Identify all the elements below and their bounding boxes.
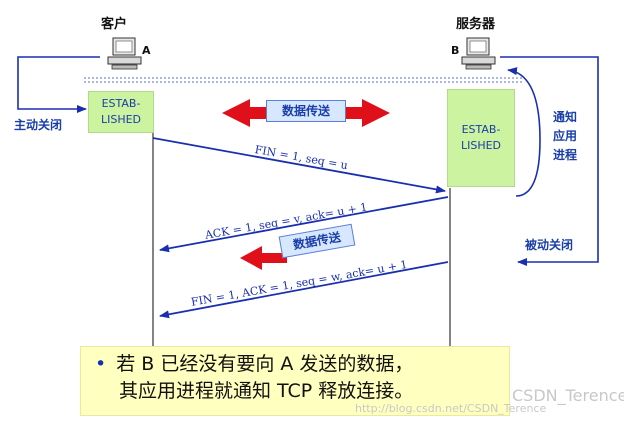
client-state-text: ESTAB- LISHED bbox=[100, 97, 142, 126]
server-computer-icon bbox=[461, 37, 496, 70]
server-state-text: ESTAB- LISHED bbox=[460, 123, 502, 152]
watermark-line-1: CSDN_Terence bbox=[512, 386, 624, 405]
client-computer-icon bbox=[107, 37, 142, 70]
notify-app-label-line2: 应用 bbox=[553, 129, 578, 143]
server-label: 服务器 bbox=[456, 17, 496, 32]
client-state-box: ESTAB- LISHED bbox=[88, 91, 154, 133]
watermark-line-2: http://blog.csdn.net/CSDN_Terence bbox=[355, 402, 547, 415]
data-transfer-top-label: 数据传送 bbox=[266, 100, 346, 122]
notice-text-2: 其应用进程就通知 TCP 释放连接。 bbox=[119, 380, 414, 402]
notice-box: • 若 B 已经没有要向 A 发送的数据， 其应用进程就通知 TCP 释放连接。 bbox=[80, 346, 510, 416]
notice-line-2: 其应用进程就通知 TCP 释放连接。 bbox=[95, 378, 499, 405]
fin-segment-arrow bbox=[152, 137, 446, 194]
server-state-box: ESTAB- LISHED bbox=[447, 89, 515, 187]
client-letter: A bbox=[142, 44, 151, 57]
notify-app-label-line3: 进程 bbox=[553, 148, 578, 162]
data-transfer-bottom-arrow bbox=[240, 246, 287, 270]
notice-bullet: • bbox=[95, 353, 107, 375]
fin-ack-segment-arrow bbox=[159, 261, 449, 319]
client-label: 客户 bbox=[101, 17, 128, 32]
active-close-bracket bbox=[17, 56, 100, 113]
passive-close-label: 被动关闭 bbox=[525, 238, 574, 252]
server-letter: B bbox=[451, 44, 460, 57]
notice-line-1: • 若 B 已经没有要向 A 发送的数据， bbox=[95, 351, 499, 378]
passive-close-bracket bbox=[500, 56, 599, 266]
notice-text-1: 若 B 已经没有要向 A 发送的数据， bbox=[116, 353, 414, 375]
active-close-label: 主动关闭 bbox=[14, 118, 63, 132]
notify-app-curve bbox=[507, 67, 541, 197]
ack-segment-arrow bbox=[159, 196, 449, 253]
notify-app-label-line1: 通知 bbox=[553, 110, 578, 124]
